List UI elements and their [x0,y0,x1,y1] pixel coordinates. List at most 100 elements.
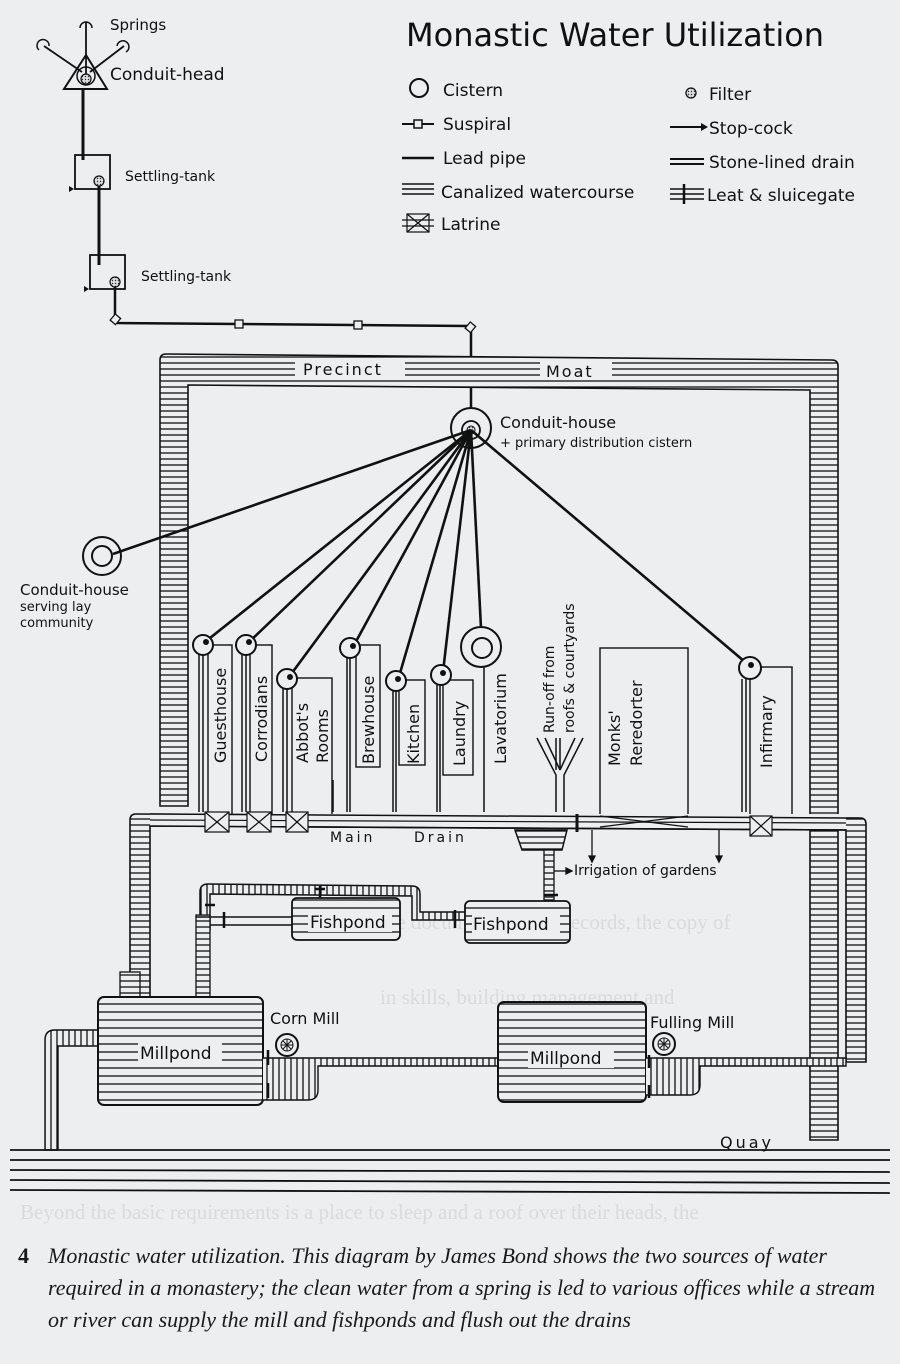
legend-leat: Leat & sluicegate [707,186,855,206]
cistern-icon [276,668,298,690]
cistern-icon [385,670,407,692]
legend: Cistern Suspiral Lead pipe Canalized wat… [402,78,855,235]
main-drain [129,813,867,1063]
diagram-title: Monastic Water Utilization [406,16,824,54]
spring-icon [116,40,130,53]
figure-caption: 4 Monastic water utilization. This diagr… [18,1240,898,1336]
lead-pipe-main [113,287,473,425]
cistern-icon [192,634,214,656]
building-labels: Guesthouse Corrodians Abbot's Rooms Brew… [211,603,776,768]
legend-cistern: Cistern [443,81,503,101]
label-brewhouse: Brewhouse [359,676,378,764]
label-laundry: Laundry [450,701,469,766]
fulling-mill-label: Fulling Mill [650,1013,734,1032]
bleed-through-text: Beyond the basic requirements is a place… [20,1200,699,1224]
drain-label-drain: Drain [414,830,467,846]
latrine-icon [246,811,272,833]
filter-icon [109,276,121,288]
moat-label-precinct: Precinct [303,360,383,379]
latrine-icon [749,815,773,837]
fishpond-2-label: Fishpond [473,915,549,935]
suspiral-icon [353,320,363,330]
millpond-1-label: Millpond [140,1044,212,1064]
settling-tank-1-label: Settling-tank [125,169,216,185]
settling-tank-2 [89,254,126,290]
label-monks: Monks' [605,710,624,766]
conduit-head [62,53,109,90]
cistern-icon [339,637,361,659]
precinct-moat [159,353,839,1141]
lay-conduit-label-3: community [20,616,94,631]
quay-label: Quay [720,1133,774,1152]
river-quay [9,1149,891,1194]
settling-tank-2-label: Settling-tank [141,269,232,285]
building-cisterns [192,626,762,692]
legend-stop-cock: Stop-cock [709,119,793,139]
suspiral-icon [234,319,244,329]
stop-cock-icon [69,186,74,192]
label-abbots-rooms: Rooms [313,709,332,763]
conduit-house-lay [82,536,122,576]
stone-lined-drain-icon [670,158,704,165]
lay-conduit-label-2: serving lay [20,600,92,615]
stop-cock-icon [670,123,708,131]
legend-lead-pipe: Lead pipe [443,149,526,169]
filter-icon [80,73,92,85]
legend-canalized: Canalized watercourse [441,183,634,203]
springs-label: Springs [110,16,166,34]
cistern-icon [738,656,762,680]
latrine-icon [285,811,309,833]
label-runoff-1: Run-off from [542,646,558,733]
drain-label-main: Main [330,830,375,846]
conduit-house-label: Conduit-house [500,413,616,432]
cistern-icon [430,664,452,686]
legend-filter: Filter [709,85,751,105]
latrine-icon [402,213,434,233]
figure-number: 4 [18,1243,29,1268]
conduit-house-sublabel: + primary distribution cistern [500,436,692,451]
suspiral-icon [402,119,434,129]
legend-stone-drain: Stone-lined drain [709,153,855,173]
legend-latrine: Latrine [441,215,501,235]
spring-icon [36,38,50,51]
leat-sluicegate-icon [670,184,704,204]
latrines [204,811,773,837]
cistern-icon [460,626,502,668]
springs [36,21,130,75]
label-lavatorium: Lavatorium [491,673,510,764]
irrigation-label: Irrigation of gardens [574,863,717,879]
label-guesthouse: Guesthouse [211,668,230,763]
latrine-icon [204,811,230,833]
label-corrodians: Corrodians [252,676,271,762]
latrine-icon [599,815,689,828]
corn-mill-label: Corn Mill [270,1009,340,1028]
label-reredorter: Reredorter [627,680,646,766]
millpond-2-label: Millpond [530,1049,602,1069]
legend-suspiral: Suspiral [443,115,511,135]
canalized-watercourse-icon [402,183,434,195]
label-infirmary: Infirmary [757,695,776,768]
corn-mill [263,1033,501,1101]
caption-text: Monastic water utilization. This diagram… [48,1243,876,1332]
distribution-pipes [112,428,752,681]
stop-cock-icon [84,286,89,292]
settling-tank-1 [74,154,111,190]
filter-icon [93,175,105,187]
cistern-icon [409,78,429,98]
lay-conduit-label-1: Conduit-house [20,581,129,599]
fulling-mill [646,1032,847,1098]
label-kitchen: Kitchen [404,704,423,764]
filter-icon [685,87,697,99]
fishpond-channels [195,883,469,1001]
building-outlines [207,644,793,829]
moat-label-moat: Moat [546,362,594,381]
label-abbots: Abbot's [293,703,312,763]
fishpond-1-label: Fishpond [310,913,386,933]
building-drains [198,655,747,812]
conduit-head-label: Conduit-head [110,65,225,85]
irrigation-arrows [554,830,724,876]
cistern-icon [235,634,257,656]
runoff-downpipe [536,737,584,812]
